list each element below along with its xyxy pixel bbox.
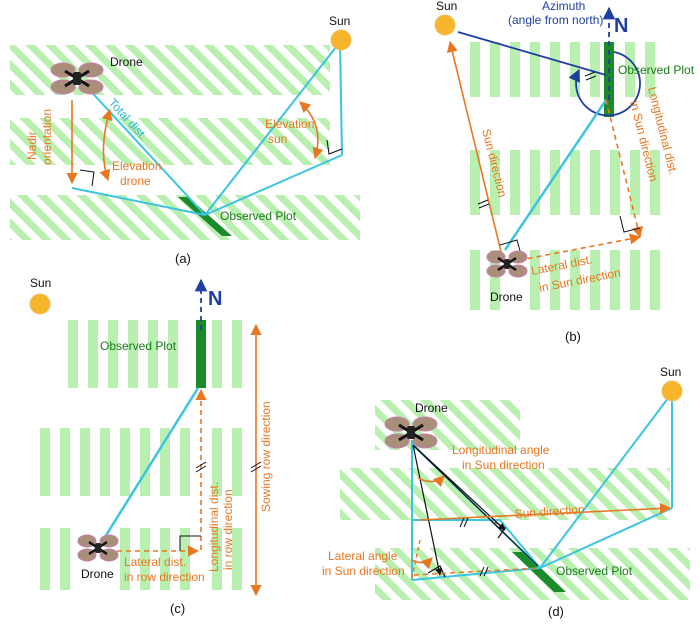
- sun-vertical-line: [339, 41, 343, 156]
- right-angle-mark: [79, 169, 95, 187]
- sun-direction-line: [446, 40, 504, 261]
- panel-b: Sun N Azimuth (angle from north) Observe…: [434, 0, 695, 344]
- crop-rows-band: [10, 118, 330, 165]
- observed-plot-label: Observed Plot: [556, 564, 633, 578]
- sun-ground-line: [204, 154, 343, 216]
- elevation-sun-label-line2: sun: [268, 132, 287, 146]
- panel-d: Sun Drone Longitudinal angle in Sun dire…: [322, 365, 690, 619]
- ground-line: [71, 187, 206, 216]
- sun-icon: [29, 293, 51, 315]
- sun-label: Sun: [30, 276, 51, 290]
- sun-icon: [434, 14, 456, 36]
- total-distance-line: [84, 84, 206, 216]
- sun-bearing-line: [457, 31, 607, 76]
- sun-label: Sun: [329, 14, 350, 28]
- sun-direction-label: Sun direction: [479, 127, 510, 198]
- panel-d-tag: (d): [548, 604, 564, 619]
- crop-rows-band: [340, 468, 670, 520]
- parallel-marks: [477, 71, 597, 209]
- longitudinal-distance-line: [605, 99, 644, 239]
- right-angle-mark: [179, 535, 201, 551]
- nadir-label-line2: orientation: [40, 109, 54, 165]
- drone-label: Drone: [110, 55, 143, 69]
- drone-icon: [50, 62, 104, 95]
- longitudinal-angle-label-line2: in Sun direction: [462, 458, 545, 472]
- north-label: N: [614, 15, 628, 37]
- lateral-angle-label-line1: Lateral angle: [328, 549, 398, 563]
- lateral-angle-arc: [411, 557, 433, 570]
- panel-a-tag: (a): [175, 251, 191, 266]
- crop-rows: [40, 320, 242, 590]
- observed-plot-marker: [178, 197, 232, 236]
- elevation-drone-arc: [99, 108, 113, 182]
- crop-rows-band: [375, 548, 690, 600]
- azimuth-label-line1: Azimuth: [542, 0, 585, 13]
- lateral-label-line1: Lateral dist.: [124, 555, 186, 569]
- lateral-distance-line: [509, 233, 642, 263]
- crop-rows-band: [10, 195, 360, 240]
- panel-c-tag: (c): [170, 601, 185, 616]
- drone-label: Drone: [490, 290, 523, 304]
- sun-label: Sun: [660, 365, 681, 379]
- drone-icon: [486, 250, 528, 278]
- panel-a: Sun Drone Observed Plot Total dist. Nadi…: [10, 14, 360, 266]
- observed-plot-marker: [196, 320, 206, 388]
- longitudinal-label-line2: in row direction: [221, 489, 235, 570]
- sun-direction-label: Sun direction: [514, 502, 585, 521]
- north-label: N: [208, 288, 222, 310]
- azimuth-label-line2: (angle from north): [508, 13, 603, 27]
- sun-icon: [330, 29, 352, 51]
- drone-icon: [77, 534, 119, 562]
- right-angle-mark: [326, 139, 343, 155]
- observed-plot-label: Observed Plot: [100, 339, 177, 353]
- sun-icon: [661, 380, 683, 402]
- elevation-drone-label-line2: drone: [120, 174, 151, 188]
- sun-ray-line: [204, 41, 341, 216]
- sowing-row-label: Sowing row direction: [259, 401, 273, 512]
- panel-c: Sun N Observed Plot Longitudinal dist. i…: [29, 276, 273, 616]
- observed-plot-marker: [512, 552, 566, 592]
- panel-b-tag: (b): [565, 329, 581, 344]
- drone-label: Drone: [415, 401, 448, 415]
- total-distance-line: [98, 387, 200, 546]
- longitudinal-label-line1: Longitudinal dist.: [207, 482, 221, 572]
- lateral-angle-label-line2: in Sun direction: [322, 564, 405, 578]
- observed-plot-label: Observed Plot: [220, 209, 297, 223]
- elevation-drone-label-line1: Elevation: [112, 159, 161, 173]
- longitudinal-angle-arc: [417, 475, 445, 488]
- drone-label: Drone: [81, 567, 114, 581]
- parallel-marks: [195, 461, 262, 473]
- elevation-sun-label-line1: Elevation: [265, 117, 314, 131]
- parallel-marks: [459, 517, 489, 577]
- crop-rows: [470, 42, 660, 310]
- nadir-label-line1: Nadir: [25, 131, 39, 160]
- azimuth-arc: [568, 51, 641, 117]
- longitudinal-angle-label-line1: Longitudinal angle: [452, 443, 550, 457]
- lateral-distance-line: [413, 567, 541, 576]
- observed-plot-label: Observed Plot: [618, 63, 695, 77]
- sun-label: Sun: [436, 0, 457, 13]
- right-angle-mark: [619, 215, 641, 233]
- total-distance-line: [503, 99, 608, 251]
- lateral-label-line2: in row direction: [124, 570, 205, 584]
- elevation-sun-arc: [299, 101, 324, 160]
- drone-icon: [384, 416, 438, 449]
- sun-direction-line: [419, 502, 672, 521]
